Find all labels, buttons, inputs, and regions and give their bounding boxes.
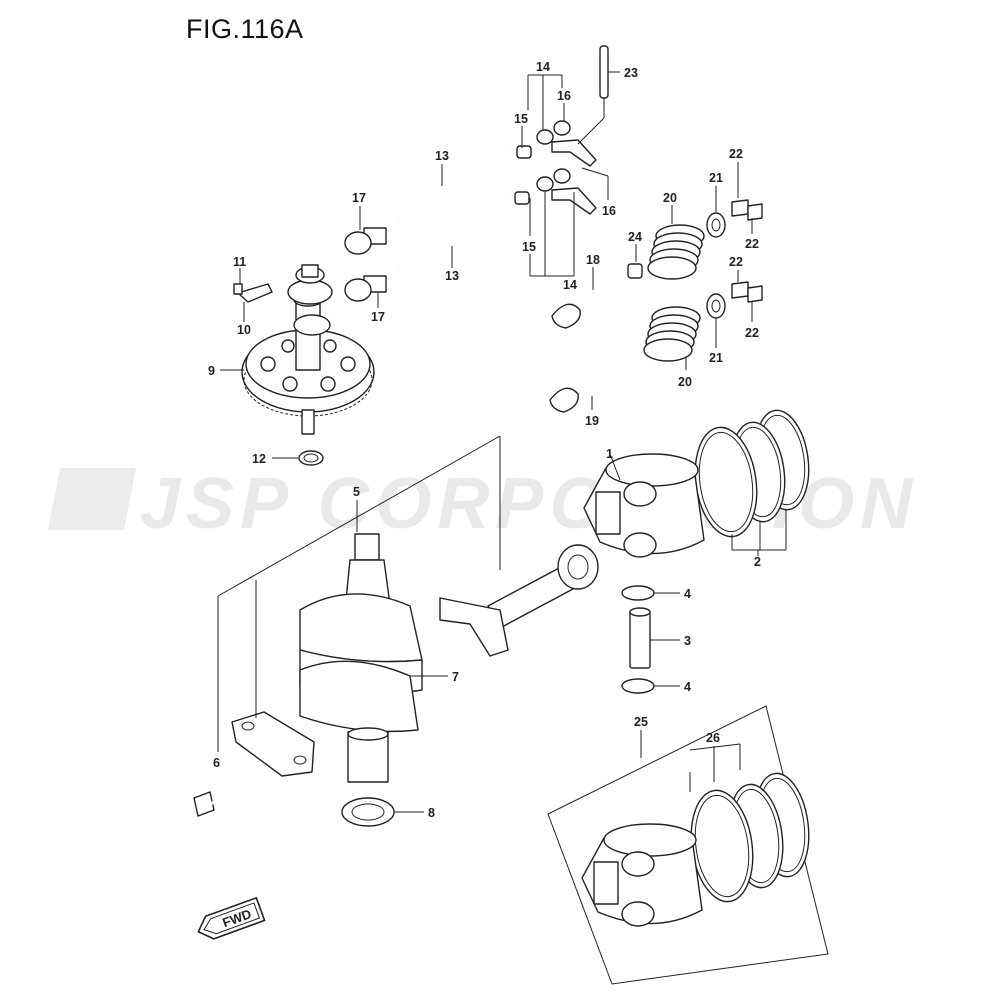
- callout-7: 7: [452, 670, 459, 684]
- cam-holder-bracket: [233, 283, 273, 303]
- valves: [549, 279, 625, 413]
- callout-17-bottom: 17: [371, 310, 385, 324]
- connecting-rod: [439, 544, 599, 657]
- callout-21-bottom: 21: [709, 351, 723, 365]
- callout-20-top: 20: [663, 191, 677, 205]
- piston-rings: [694, 409, 810, 538]
- valve-stem-seal: [627, 263, 643, 279]
- crankshaft: [299, 533, 423, 783]
- rocker-arms: [514, 45, 609, 215]
- piston: [583, 453, 705, 558]
- spring-retainers: [706, 212, 726, 319]
- callout-3: 3: [684, 634, 691, 648]
- callout-10: 10: [237, 323, 251, 337]
- callout-16-bottom: 16: [602, 204, 616, 218]
- callout-11: 11: [233, 255, 246, 269]
- callout-15-bottom: 15: [522, 240, 536, 254]
- callout-15-top: 15: [514, 112, 528, 126]
- callout-26: 26: [706, 731, 720, 745]
- callout-1: 1: [606, 447, 613, 461]
- connecting-rod-cap: [231, 711, 315, 777]
- callout-8: 8: [428, 806, 435, 820]
- callout-22-a: 22: [729, 147, 743, 161]
- callout-22-b: 22: [745, 237, 759, 251]
- push-rods: [397, 146, 513, 268]
- callout-labels: 1 2 3 4 4 5 6 7 8 9 10 11 12 13 13 14 14…: [208, 60, 761, 820]
- callout-5: 5: [353, 485, 360, 499]
- callout-18: 18: [586, 253, 600, 267]
- callout-25: 25: [634, 715, 648, 729]
- callout-22-d: 22: [745, 326, 759, 340]
- callout-17-top: 17: [352, 191, 366, 205]
- callout-23: 23: [624, 66, 638, 80]
- callout-22-c: 22: [729, 255, 743, 269]
- callout-21-top: 21: [709, 171, 723, 185]
- valve-cotters: [731, 199, 763, 303]
- callout-20-bottom: 20: [678, 375, 692, 389]
- callout-13-bottom: 13: [445, 269, 459, 283]
- camshaft-gear: [241, 264, 375, 435]
- fwd-direction-badge: FWD: [197, 896, 266, 940]
- callout-19: 19: [585, 414, 599, 428]
- leader-lines: [217, 71, 787, 813]
- oversize-piston-box: [547, 705, 829, 985]
- figure-title: FIG.116A: [186, 14, 304, 44]
- valve-lifters: [344, 227, 387, 302]
- valve-springs: [643, 224, 705, 362]
- callout-2: 2: [754, 555, 761, 569]
- callout-14-top: 14: [536, 60, 550, 74]
- callout-16-top: 16: [557, 89, 571, 103]
- callout-6: 6: [213, 756, 220, 770]
- piston-pin-clips: [621, 585, 655, 694]
- callout-4-bottom: 4: [684, 680, 691, 694]
- thrust-washer: [298, 450, 324, 466]
- callout-4-top: 4: [684, 587, 691, 601]
- callout-13-top: 13: [435, 149, 449, 163]
- callout-24: 24: [628, 230, 642, 244]
- callout-9: 9: [208, 364, 215, 378]
- rod-bolt: [193, 782, 255, 817]
- callout-14-bottom: 14: [563, 278, 577, 292]
- callout-12: 12: [252, 452, 266, 466]
- piston-pin: [629, 607, 651, 669]
- crank-washer: [341, 797, 395, 827]
